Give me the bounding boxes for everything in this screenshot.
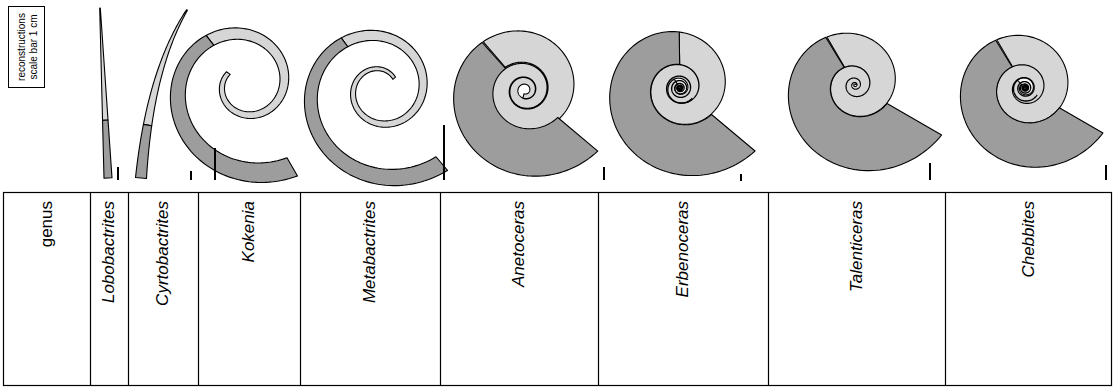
body-chamber [170, 35, 297, 182]
body-chamber [788, 37, 941, 170]
genus-name: Metabactrites [360, 201, 380, 303]
scale-bar [1105, 165, 1107, 180]
table-rule [128, 193, 129, 386]
body-chamber [454, 42, 598, 176]
phragmocone [100, 8, 108, 120]
genus-name: Erbenoceras [673, 201, 693, 297]
scale-bar [603, 167, 605, 180]
genus-name: Chebbites [1019, 201, 1039, 278]
column-heading: genus [37, 201, 57, 247]
body-chamber [103, 120, 112, 178]
shell-drawings [100, 8, 1103, 186]
scale-bar [443, 125, 445, 180]
genus-name: Talenticeras [847, 201, 867, 292]
scale-bar [190, 171, 192, 180]
body-chamber [136, 124, 152, 178]
genus-name: Cyrtobactrites [153, 201, 173, 306]
scale-bars [118, 125, 1106, 181]
genus-table [4, 193, 1112, 386]
phragmocone [206, 28, 289, 119]
scale-legend-box: reconstructions scale bar 1 cm [8, 6, 45, 88]
table-rule [90, 193, 91, 386]
inner-whorls [1013, 78, 1037, 101]
table-rule [945, 193, 946, 386]
inner-whorls [667, 76, 693, 103]
scale-bar [929, 163, 931, 180]
table-rule [198, 193, 199, 386]
table-rule [300, 193, 301, 386]
genus-name: Anetoceras [509, 201, 529, 287]
body-chamber [304, 38, 447, 186]
scale-bar [214, 148, 216, 180]
scale-bar [117, 167, 119, 180]
body-chamber [610, 32, 755, 176]
table-rule [440, 193, 441, 386]
body-chamber [960, 40, 1103, 167]
phragmocone [341, 30, 427, 127]
table-rule [598, 193, 599, 386]
legend-text: reconstructions scale bar 1 cm [15, 11, 38, 83]
phragmocone [827, 33, 895, 116]
table-rule [768, 193, 769, 386]
scale-bar [740, 174, 742, 181]
genus-name: Kokenia [239, 201, 259, 262]
table-frame [4, 193, 1112, 386]
genus-name: Lobobactrites [99, 201, 119, 303]
